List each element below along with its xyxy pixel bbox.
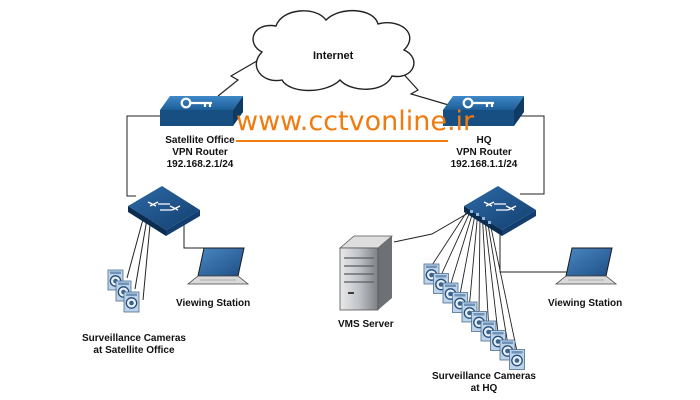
hq-camera-link [484,218,499,333]
satellite-router-name: Satellite Office [165,135,235,146]
satellite-router-ip: 192.168.2.1/24 [166,159,234,170]
hq-router-name: HQ [476,135,492,146]
satellite-router-label: Satellite Office VPN Router 192.168.2.1/… [154,135,246,171]
satellite-camera-group [107,269,140,313]
hq-cameras-line1: Surveillance Cameras [432,371,536,382]
link-hq-router-switch [514,115,545,195]
laptop-icon [186,247,250,285]
camera-icon [123,291,140,313]
hq-camera-link [481,217,489,324]
link-hq-switch-server [393,211,471,243]
link-satellite-switch-laptop [183,224,206,249]
camera-icon [508,348,526,371]
hq-camera-links [431,209,518,352]
hq-laptop [554,247,618,285]
hq-cameras-line2: at HQ [470,383,498,394]
hq-camera-link [469,214,479,305]
satellite-cameras-label: Surveillance Cameras at Satellite Office [74,333,194,357]
satellite-cameras-line2: at Satellite Office [93,345,175,356]
hq-camera-link [478,215,481,314]
satellite-router-role: VPN Router [172,147,228,158]
wan-link-satellite [217,57,263,97]
link-satellite-cam-2 [134,212,149,290]
key-icon [180,97,212,109]
wan-link-hq [397,67,453,107]
satellite-vpn-router [160,96,243,126]
vms-server [338,235,394,311]
hq-router-ip: 192.168.1.1/24 [450,159,518,170]
link-satellite-router-switch [126,115,160,197]
hq-cameras-label: Surveillance Cameras at HQ [424,371,544,395]
hq-camera-link [440,211,471,276]
hq-camera-link [489,220,518,352]
satellite-viewing-station-label: Viewing Station [176,298,251,309]
satellite-switch [128,186,200,236]
hq-camera-link [431,209,469,267]
network-switch-icon [147,201,181,211]
hq-camera-link [450,212,474,286]
link-hq-switch-laptop [499,224,572,273]
hq-camera-link [459,213,476,295]
server-tower-icon [338,235,394,311]
network-switch-icon [483,201,517,211]
link-satellite-cam-3 [142,213,152,301]
watermark-text: www.cctvonline.ir [236,106,475,137]
vms-server-label: VMS Server [338,319,394,330]
cloud-icon [252,9,415,92]
network-links [126,57,572,301]
switch-ports [470,210,491,224]
hq-switch [464,186,536,236]
hq-camera-link [486,219,508,343]
link-satellite-cam-1 [126,211,146,279]
hq-viewing-station-label: Viewing Station [548,298,623,309]
satellite-laptop [186,247,250,285]
hq-router-role: VPN Router [456,147,512,158]
satellite-cameras-line1: Surveillance Cameras [82,333,186,344]
key-icon [462,97,494,109]
watermark-underline [236,140,448,142]
laptop-icon [554,247,618,285]
internet-label: Internet [313,50,354,62]
hq-vpn-router [443,96,524,126]
hq-router-label: HQ VPN Router 192.168.1.1/24 [438,135,530,171]
internet-cloud [252,9,415,92]
